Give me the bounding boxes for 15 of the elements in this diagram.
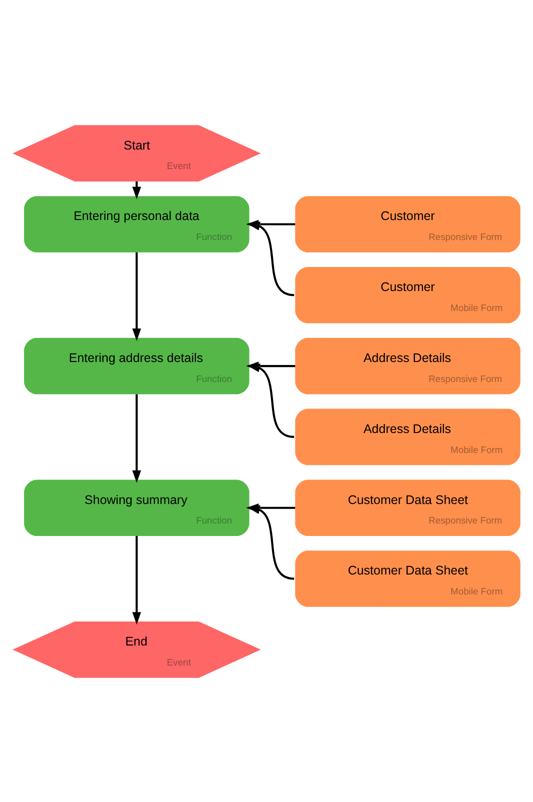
arrow — [247, 363, 294, 438]
node-box: Customer Data Sheet Responsive Form — [295, 479, 520, 536]
node-box: Showing summary Function — [24, 479, 250, 536]
arrow — [247, 221, 294, 296]
node-box: Address Details Responsive Form — [295, 337, 520, 394]
arrow — [132, 394, 142, 482]
node-box: Entering personal data Function — [24, 196, 250, 252]
node-box: Customer Mobile Form — [295, 266, 520, 323]
node-box: Address Details Mobile Form — [295, 408, 520, 465]
arrow — [132, 536, 142, 624]
arrow — [132, 252, 142, 341]
node-box: Entering address details Function — [24, 337, 250, 394]
node-box: Customer Responsive Form — [295, 196, 520, 252]
arrow — [247, 504, 294, 580]
node-box: Customer Data Sheet Mobile Form — [295, 550, 520, 606]
